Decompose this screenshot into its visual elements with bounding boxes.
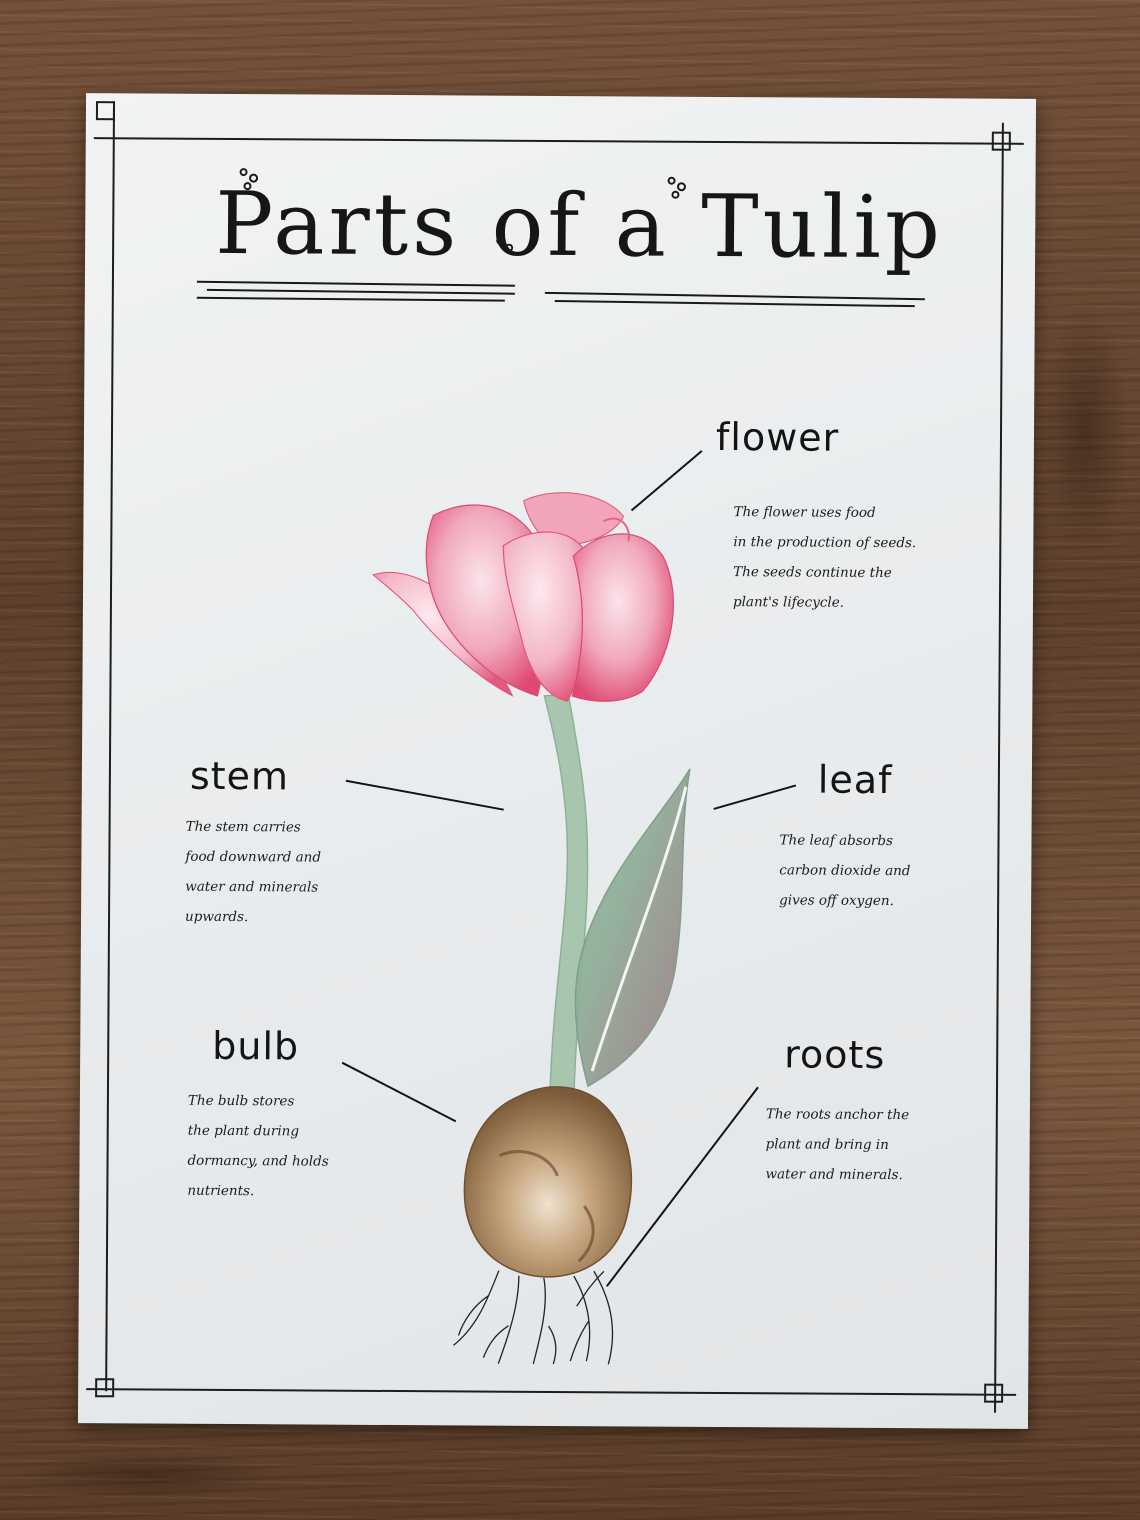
leader-line-bulb — [341, 1061, 457, 1123]
leader-line-stem — [345, 779, 504, 811]
tulip-illustration — [196, 168, 925, 1365]
flower-shape — [372, 492, 674, 702]
bulb-shape — [463, 1086, 633, 1278]
title-dots-icon — [239, 168, 687, 252]
tulip-poster: Parts of a Tulip flower stem leaf bulb r… — [77, 93, 1037, 1429]
wood-grain — [1040, 300, 1130, 560]
wood-grain — [20, 1450, 280, 1500]
leader-line-flower — [630, 450, 703, 512]
title-underline — [196, 280, 925, 308]
leader-line-roots — [605, 1086, 759, 1287]
leaf-shape — [574, 768, 691, 1088]
leader-line-leaf — [713, 784, 797, 810]
roots-shape — [453, 1270, 614, 1365]
leaf-vein — [590, 786, 688, 1072]
